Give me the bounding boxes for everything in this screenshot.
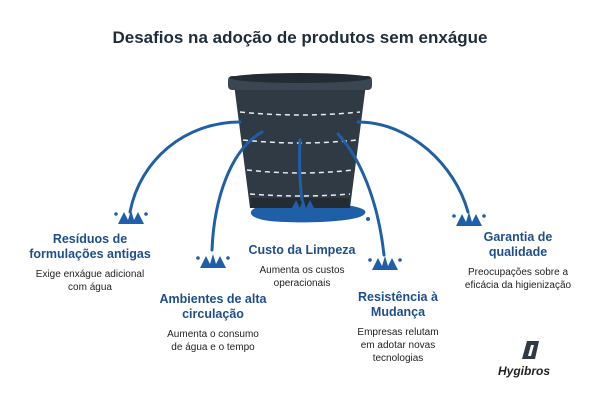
splash-3 [290, 198, 316, 212]
challenge-title: Custo da Limpeza [248, 243, 356, 257]
splash-4 [372, 256, 398, 270]
challenge-residuos: Resíduos de formulações antigas Exige en… [20, 232, 160, 294]
brand-logo: Hygibros [492, 338, 582, 378]
challenge-garantia: Garantia de qualidade Preocupações sobre… [448, 230, 588, 292]
page-title: Desafios na adoção de produtos sem enxág… [112, 28, 488, 47]
water-jet-5 [356, 120, 470, 214]
challenge-title: Garantia de qualidade [483, 230, 553, 259]
water-jet-3 [298, 138, 304, 202]
water-jet-1 [128, 120, 242, 214]
challenge-ambientes: Ambientes de alta circulação Aumenta o c… [148, 292, 278, 354]
challenge-description: Preocupações sobre a eficácia da higieni… [464, 267, 572, 291]
challenge-title: Resíduos de formulações antigas [29, 232, 151, 261]
splash-1 [118, 210, 144, 224]
water-jet-4 [336, 132, 386, 257]
challenge-description: Empresas relutam em adotar novas tecnolo… [357, 327, 439, 364]
splash-2 [200, 254, 226, 268]
challenge-description: Exige enxágue adicional com água [35, 269, 145, 293]
splash-5 [456, 212, 482, 226]
challenge-title: Resistência à Mudança [358, 290, 438, 319]
challenge-description: Aumenta os custos operacionais [259, 265, 345, 289]
water-jet-2 [210, 130, 264, 252]
hygibros-logo-icon [522, 341, 539, 359]
challenge-title: Ambientes de alta circulação [159, 292, 267, 321]
challenge-custo: Custo da Limpeza Aumenta os custos opera… [240, 243, 364, 290]
splash-group [114, 198, 486, 270]
brand-name: Hygibros [498, 364, 551, 378]
challenge-resistencia: Resistência à Mudança Empresas relutam e… [336, 290, 460, 365]
challenge-description: Aumenta o consumo de água e o tempo [167, 329, 259, 353]
